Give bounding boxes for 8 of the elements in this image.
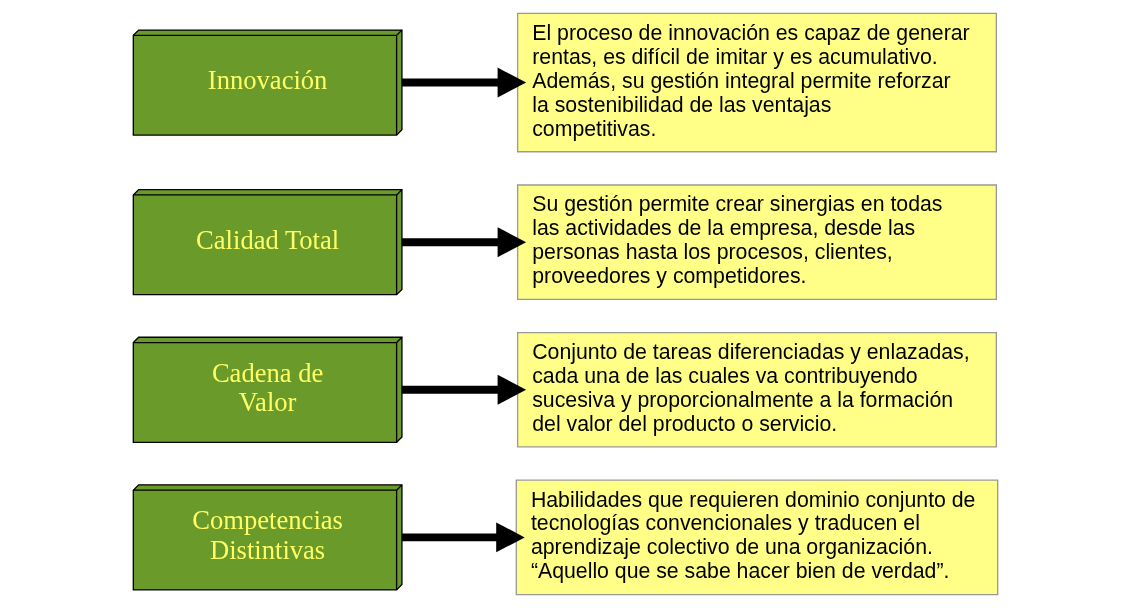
node-box: Habilidades que requieren dominio conjunto de tecnologías convencionales y traducen el aprendizaje colectivo de una organización. “Aquello que se sabe hacer bien de verdad”. xyxy=(515,479,999,596)
arrow xyxy=(401,67,527,98)
arrow xyxy=(401,374,527,405)
node-box: El proceso de innovación es capaz de generar rentas, es difícil de imitar y es acumulativo. Además, su gestión integral permite reforzar la sostenibilidad de las ventajas competitivas. xyxy=(516,12,997,153)
node-box: Su gestión permite crear sinergias en todas las actividades de la empresa, desde las personas hasta los procesos, clientes, proveedores y competidores. xyxy=(516,184,997,300)
node-box: Conjunto de tareas diferenciadas y enlazadas, cada una de las cuales va contribuyendo sucesiva y proporcionalmente a la formación del valor del producto o servicio. xyxy=(516,331,997,448)
arrow xyxy=(401,522,525,553)
arrow xyxy=(401,227,527,258)
